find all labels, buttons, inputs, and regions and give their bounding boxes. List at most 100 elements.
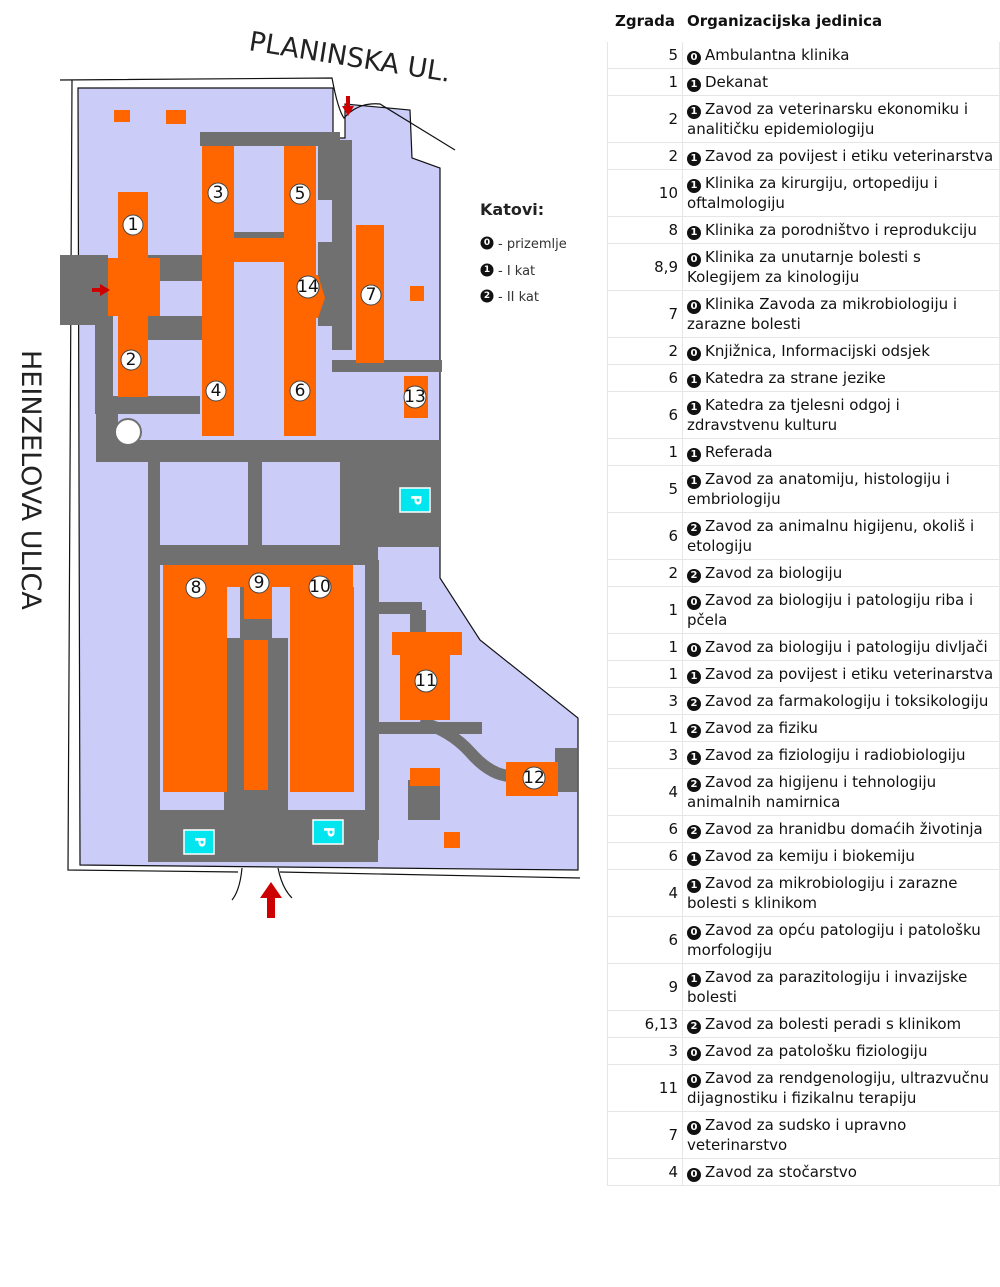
building-cell: 8 <box>607 216 683 244</box>
curved-path <box>418 716 511 782</box>
floor-icon: 2 <box>687 1020 701 1034</box>
legend-label: - prizemlje <box>498 237 567 252</box>
unit-name: Zavod za opću patologiju i patološku mor… <box>687 921 981 959</box>
unit-name: Zavod za biologiju i patologiju riba i p… <box>687 591 974 629</box>
floor-icon: 1 <box>687 751 701 765</box>
unit-name: Zavod za fiziologiju i radiobiologiju <box>705 746 966 764</box>
floor-icon: 1 <box>687 374 701 388</box>
building-cell: 6 <box>607 391 683 439</box>
building-marker: 10 <box>308 575 332 599</box>
building-cell: 10 <box>607 169 683 217</box>
floor-icon: 1 <box>687 973 701 987</box>
floor-icon: 2 <box>687 778 701 792</box>
building-number: 7 <box>366 285 377 305</box>
building-markers: 1 2 3 4 5 6 7 8 9 10 11 12 13 14 <box>120 182 546 790</box>
building-cell: 5 <box>607 41 683 69</box>
unit-name: Zavod za povijest i etiku veterinarstva <box>705 147 994 165</box>
campus-map: P P P 1 2 3 4 5 6 7 8 9 10 11 12 13 <box>15 26 581 918</box>
unit-name: Zavod za rendgenologiju, ultrazvučnu dij… <box>687 1069 989 1107</box>
floor-icon: 1 <box>687 78 701 92</box>
legend-symbol: 1 <box>484 265 490 275</box>
arrow-icon <box>260 882 282 918</box>
building-number: 11 <box>415 671 437 691</box>
unit-name: Zavod za mikrobiologiju i zarazne bolest… <box>687 874 958 912</box>
unit-name: Zavod za kemiju i biokemiju <box>705 847 915 865</box>
parking-label: P <box>191 837 207 847</box>
floor-icon: 1 <box>687 401 701 415</box>
building-cell: 6 <box>607 364 683 392</box>
building-cell: 4 <box>607 1158 683 1186</box>
building-cell: 3 <box>607 687 683 715</box>
gate-curve-south <box>231 867 293 901</box>
floor-icon: 2 <box>687 724 701 738</box>
unit-name: Katedra za strane jezike <box>705 369 886 387</box>
unit-name: Zavod za parazitologiju i invazijske bol… <box>687 968 968 1006</box>
floor-icon: 0 <box>687 926 701 940</box>
unit-name: Zavod za farmakologiju i toksikologiju <box>705 692 989 710</box>
building-cell: 4 <box>607 869 683 917</box>
unit-name: Zavod za bolesti peradi s klinikom <box>705 1015 962 1033</box>
building-marker: 12 <box>522 766 546 790</box>
building-cell: 2 <box>607 95 683 143</box>
column-header-building: Zgrada <box>607 0 683 42</box>
parking-label: P <box>320 827 336 837</box>
unit-name: Klinika za unutarnje bolesti s Kolegijem… <box>687 248 921 286</box>
unit-name: Zavod za povijest i etiku veterinarstva <box>705 665 994 683</box>
floor-icon: 0 <box>687 51 701 65</box>
floor-icon: 2 <box>687 697 701 711</box>
unit-name: Klinika za kirurgiju, ortopediju i oftal… <box>687 174 938 212</box>
unit-name: Klinika za porodništvo i reprodukciju <box>705 221 977 239</box>
floor-icon: 0 <box>687 347 701 361</box>
building-cell: 3 <box>607 741 683 769</box>
unit-name: Zavod za biologiju i patologiju divljači <box>705 638 988 656</box>
building-marker: 2 <box>120 349 142 371</box>
building-cell: 2 <box>607 142 683 170</box>
building-number: 3 <box>213 183 224 203</box>
parking-label: P <box>407 495 423 505</box>
floor-icon: 0 <box>687 300 701 314</box>
sidewalk-west <box>67 79 239 873</box>
building-cell: 1 <box>607 714 683 742</box>
building-number: 5 <box>295 184 306 204</box>
legend-symbol-icon <box>480 236 494 250</box>
unit-name: Katedra za tjelesni odgoj i zdravstvenu … <box>687 396 900 434</box>
building-cell: 6 <box>607 916 683 964</box>
building-cell: 6,13 <box>607 1010 683 1038</box>
building-cell: 9 <box>607 963 683 1011</box>
building-marker: 8 <box>185 577 207 599</box>
legend-symbol-icon <box>480 289 494 303</box>
arrow-icon <box>342 96 354 116</box>
building-cell: 11 <box>607 1064 683 1112</box>
arrow-icon <box>92 284 110 296</box>
parking-sign <box>183 829 215 855</box>
building-marker: 6 <box>289 380 311 402</box>
unit-name: Zavod za veterinarsku ekonomiku i analit… <box>687 100 969 138</box>
building-marker: 9 <box>248 572 270 594</box>
floor-icon: 0 <box>687 253 701 267</box>
unit-name: Dekanat <box>705 73 768 91</box>
building-cell: 3 <box>607 1037 683 1065</box>
building-cell: 1 <box>607 68 683 96</box>
building-cell: 5 <box>607 465 683 513</box>
unit-name: Zavod za higijenu i tehnologiju animalni… <box>687 773 937 811</box>
